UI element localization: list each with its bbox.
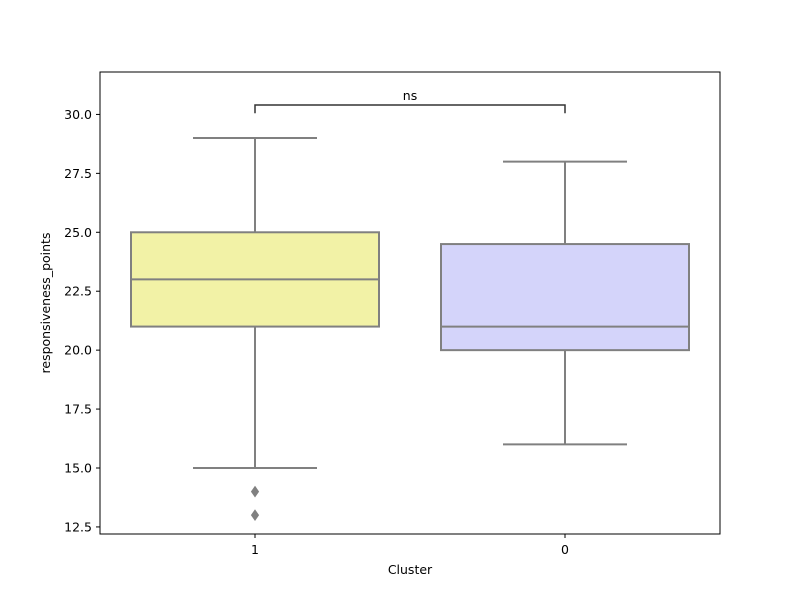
outlier-point xyxy=(250,485,260,498)
axis-layer: 12.5 15.0 17.5 20.0 22.5 25.0 27.5 30.0 1 0 xyxy=(64,107,569,557)
significance-bracket xyxy=(254,104,566,114)
y-tick-label: 15.0 xyxy=(64,461,92,476)
box-group-0 xyxy=(440,160,690,446)
y-tick-label: 25.0 xyxy=(64,225,92,240)
plot-area: ns xyxy=(130,88,690,522)
x-tick-label: 0 xyxy=(561,542,569,557)
box-group-1 xyxy=(130,137,380,522)
significance-annotation: ns xyxy=(254,88,566,114)
y-tick-label: 17.5 xyxy=(64,402,92,417)
y-tick-label: 30.0 xyxy=(64,107,92,122)
box-iqr xyxy=(440,243,690,352)
y-tick-label: 22.5 xyxy=(64,284,92,299)
y-tick-label: 20.0 xyxy=(64,343,92,358)
outlier-point xyxy=(250,509,260,522)
x-axis-label: Cluster xyxy=(388,562,433,577)
x-tick-label: 1 xyxy=(251,542,259,557)
y-axis-label: responsiveness_points xyxy=(38,233,53,374)
axes-frame xyxy=(99,71,721,535)
significance-label: ns xyxy=(403,88,417,103)
y-tick-label: 12.5 xyxy=(64,519,92,534)
y-tick-label: 27.5 xyxy=(64,166,92,181)
